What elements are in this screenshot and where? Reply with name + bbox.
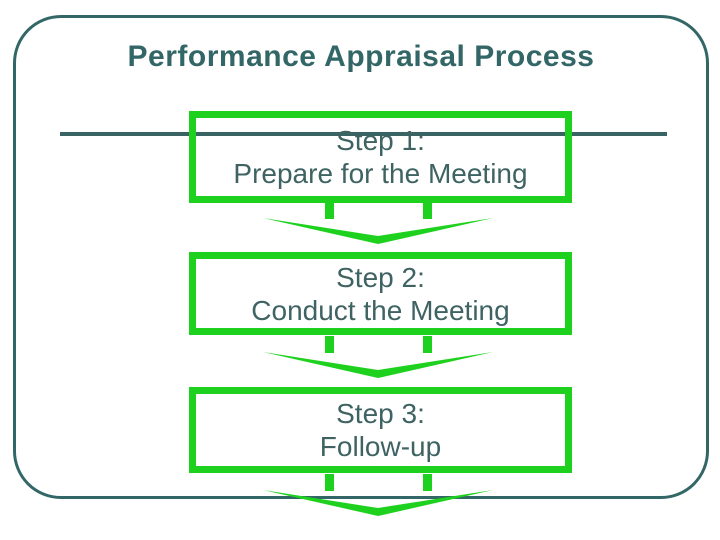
down-arrow-icon bbox=[263, 336, 493, 378]
divider-line bbox=[60, 132, 667, 136]
slide-title: Performance Appraisal Process bbox=[127, 40, 595, 73]
step-2-box: Step 2: Conduct the Meeting bbox=[189, 252, 572, 335]
step-2-label: Step 2: bbox=[336, 261, 425, 293]
step-2-description: Conduct the Meeting bbox=[251, 294, 510, 326]
step-1-label: Step 1: bbox=[336, 125, 425, 156]
down-arrow-icon bbox=[263, 474, 493, 516]
step-3-description: Follow-up bbox=[319, 431, 442, 462]
slide-border-frame bbox=[13, 15, 709, 499]
step-3-label: Step 3: bbox=[336, 398, 425, 429]
down-arrow-icon bbox=[263, 202, 493, 244]
step-3-box: Step 3: Follow-up bbox=[189, 387, 572, 473]
step-1-box: Step 1: Prepare for the Meeting bbox=[189, 111, 572, 203]
step-1-description: Prepare for the Meeting bbox=[233, 158, 528, 189]
